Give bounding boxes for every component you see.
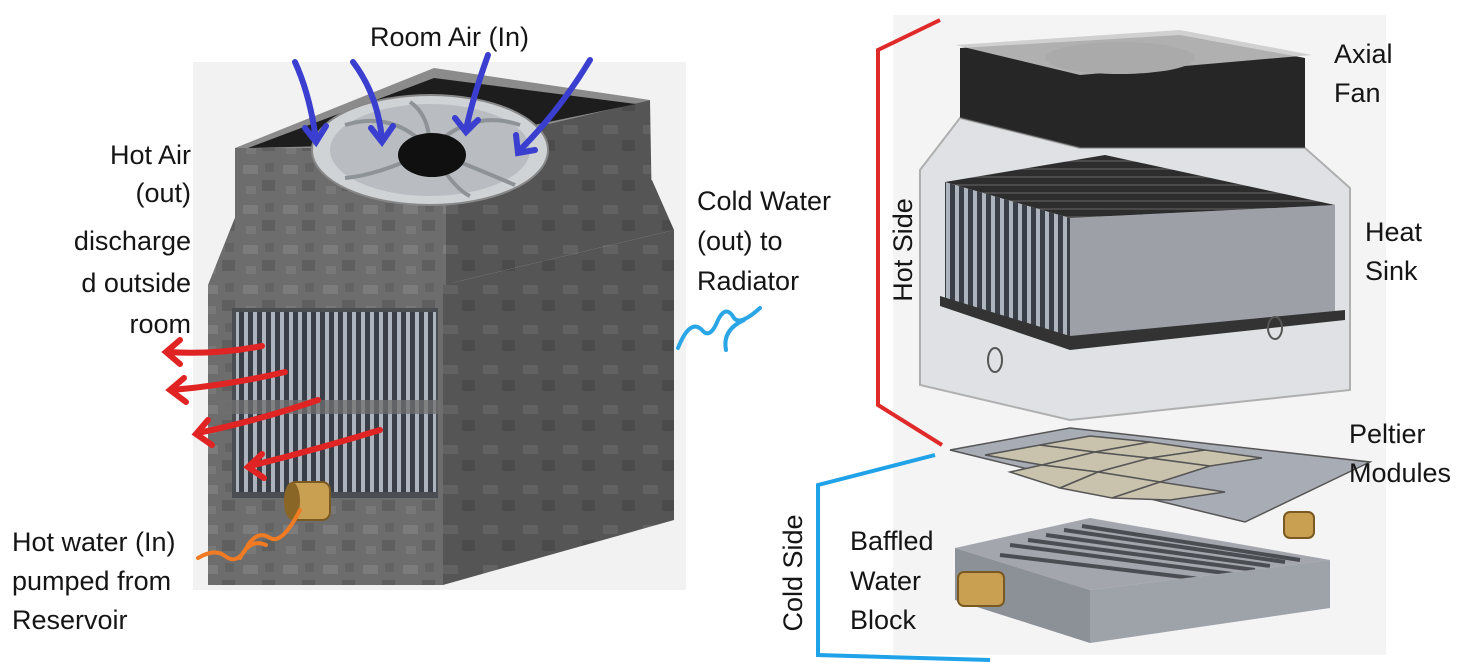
- room-air-arrow-head: [513, 132, 538, 157]
- room-air-arrow-head: [368, 123, 396, 148]
- hot-air-arrow-head: [191, 417, 215, 448]
- hot-water-line: pumped from: [12, 566, 172, 596]
- cold-water-out-squiggle: [676, 306, 762, 352]
- hot-water-line: Hot water (In): [12, 527, 176, 557]
- water-block-baffles: [999, 524, 1301, 584]
- peltier-modules: [984, 435, 1263, 501]
- hot-air-arrow-head: [161, 337, 183, 367]
- peltier-line: Modules: [1349, 458, 1452, 488]
- box-side-face: [443, 230, 674, 585]
- room-air-arrow-head: [302, 123, 329, 148]
- hot-water-in-squiggle: [196, 508, 302, 562]
- water-block-line: Water: [850, 566, 922, 596]
- heat-sink-fins: [945, 182, 1070, 340]
- hot-air-arrow: [195, 397, 321, 436]
- heat-sink-line: Sink: [1365, 256, 1418, 286]
- cold-water-line: Cold Water: [697, 186, 832, 216]
- water-block-line: Baffled: [850, 526, 934, 556]
- water-block-side: [1090, 560, 1330, 643]
- fan-hub: [398, 133, 466, 177]
- water-block-fitting: [957, 571, 1005, 607]
- room-air-arrow-head: [452, 115, 481, 137]
- room-air-arrows: [292, 52, 593, 157]
- heat-sink-top: [945, 155, 1335, 218]
- hot-side-label: Hot Side: [888, 198, 918, 302]
- hot-air-arrow-head: [165, 375, 189, 405]
- hot-side-bracket: [876, 18, 944, 447]
- axial-fan-blades: [1045, 42, 1195, 74]
- axial-fan-line: Fan: [1334, 78, 1381, 108]
- cold-water-line: (out) to: [697, 226, 783, 256]
- hot-air-arrow: [169, 369, 288, 393]
- hot-air-line: (out): [135, 178, 191, 208]
- axial-fan-line: Axial: [1334, 39, 1393, 69]
- hot-air-arrow: [165, 343, 265, 356]
- hot-air-arrow-head: [243, 451, 267, 481]
- heat-sink-side: [1070, 205, 1335, 340]
- cold-water-line: Radiator: [697, 266, 800, 296]
- room-air-label: Room Air (In): [370, 22, 530, 52]
- room-air-arrow: [292, 59, 319, 143]
- hot-air-line: room: [129, 309, 191, 339]
- room-air-arrow: [463, 52, 491, 133]
- cold-side-label: Cold Side: [778, 514, 808, 632]
- room-air-arrow: [350, 59, 385, 143]
- hot-air-line: Hot Air: [109, 140, 191, 170]
- right-exploded-view: [816, 15, 1386, 662]
- hot-water-line: Reservoir: [12, 605, 128, 635]
- room-air-arrow: [517, 57, 593, 153]
- water-block-line: Block: [850, 605, 917, 635]
- peltier-line: Peltier: [1349, 419, 1426, 449]
- left-cooling-box: [161, 52, 762, 590]
- hot-air-arrows: [161, 337, 383, 481]
- hot-air-arrow: [247, 427, 383, 469]
- hot-air-line: discharge: [73, 226, 191, 256]
- heat-sink-line: Heat: [1365, 217, 1423, 247]
- hot-air-line: d outside: [81, 268, 191, 298]
- cold-side-bracket: [816, 453, 991, 662]
